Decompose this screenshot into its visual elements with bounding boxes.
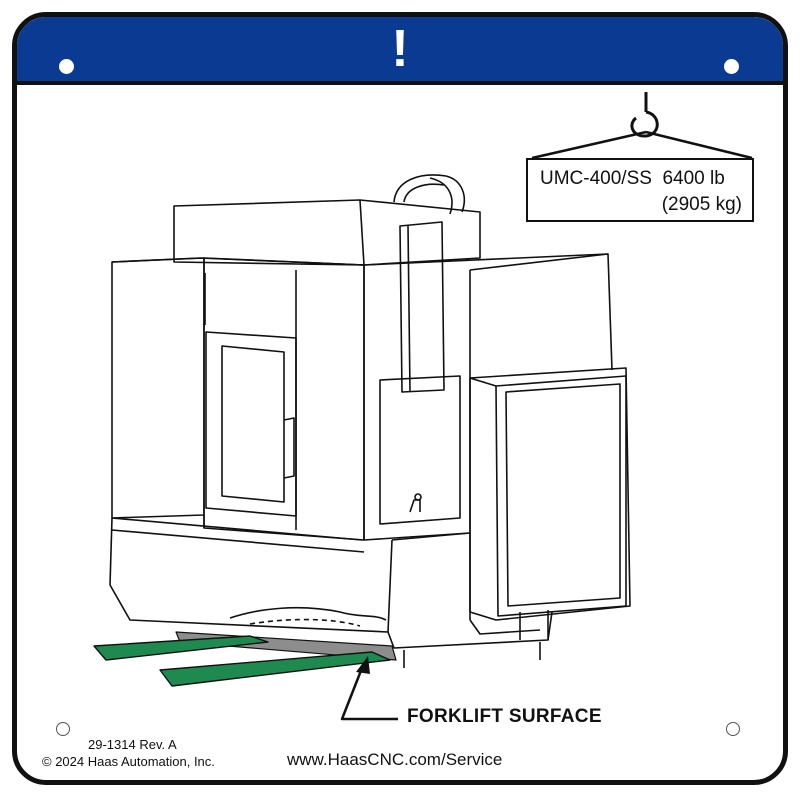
callout-arrow — [340, 656, 398, 721]
enclosure-right-side — [391, 253, 613, 620]
lifting-hook-icon — [531, 92, 753, 160]
enclosure-body — [109, 253, 609, 633]
front-door — [205, 331, 297, 517]
spindle-motor — [393, 174, 466, 215]
base-frame — [229, 606, 553, 668]
exclamation-icon: ! — [391, 20, 409, 78]
mount-hole-top-right — [724, 59, 739, 74]
column-cover — [379, 221, 461, 525]
copyright: © 2024 Haas Automation, Inc. — [42, 754, 215, 769]
mount-hole-bottom-right — [726, 722, 740, 736]
forklift-forks — [93, 635, 391, 687]
forklift-surface-label: FORKLIFT SURFACE — [407, 706, 602, 727]
enclosure-roof — [173, 199, 481, 266]
mount-hole-top-left — [59, 59, 74, 74]
warning-banner: ! — [17, 17, 783, 85]
metric-weight: (2905 kg) — [661, 194, 742, 215]
control-cabinet — [469, 367, 631, 621]
mount-hole-bottom-left — [56, 722, 70, 736]
service-url: www.HaasCNC.com/Service — [287, 750, 503, 769]
weight-label: UMC-400/SS 6400 lb (2905 kg) — [526, 158, 754, 222]
model-weight: UMC-400/SS 6400 lb — [540, 168, 725, 189]
part-number: 29-1314 Rev. A — [88, 737, 177, 752]
